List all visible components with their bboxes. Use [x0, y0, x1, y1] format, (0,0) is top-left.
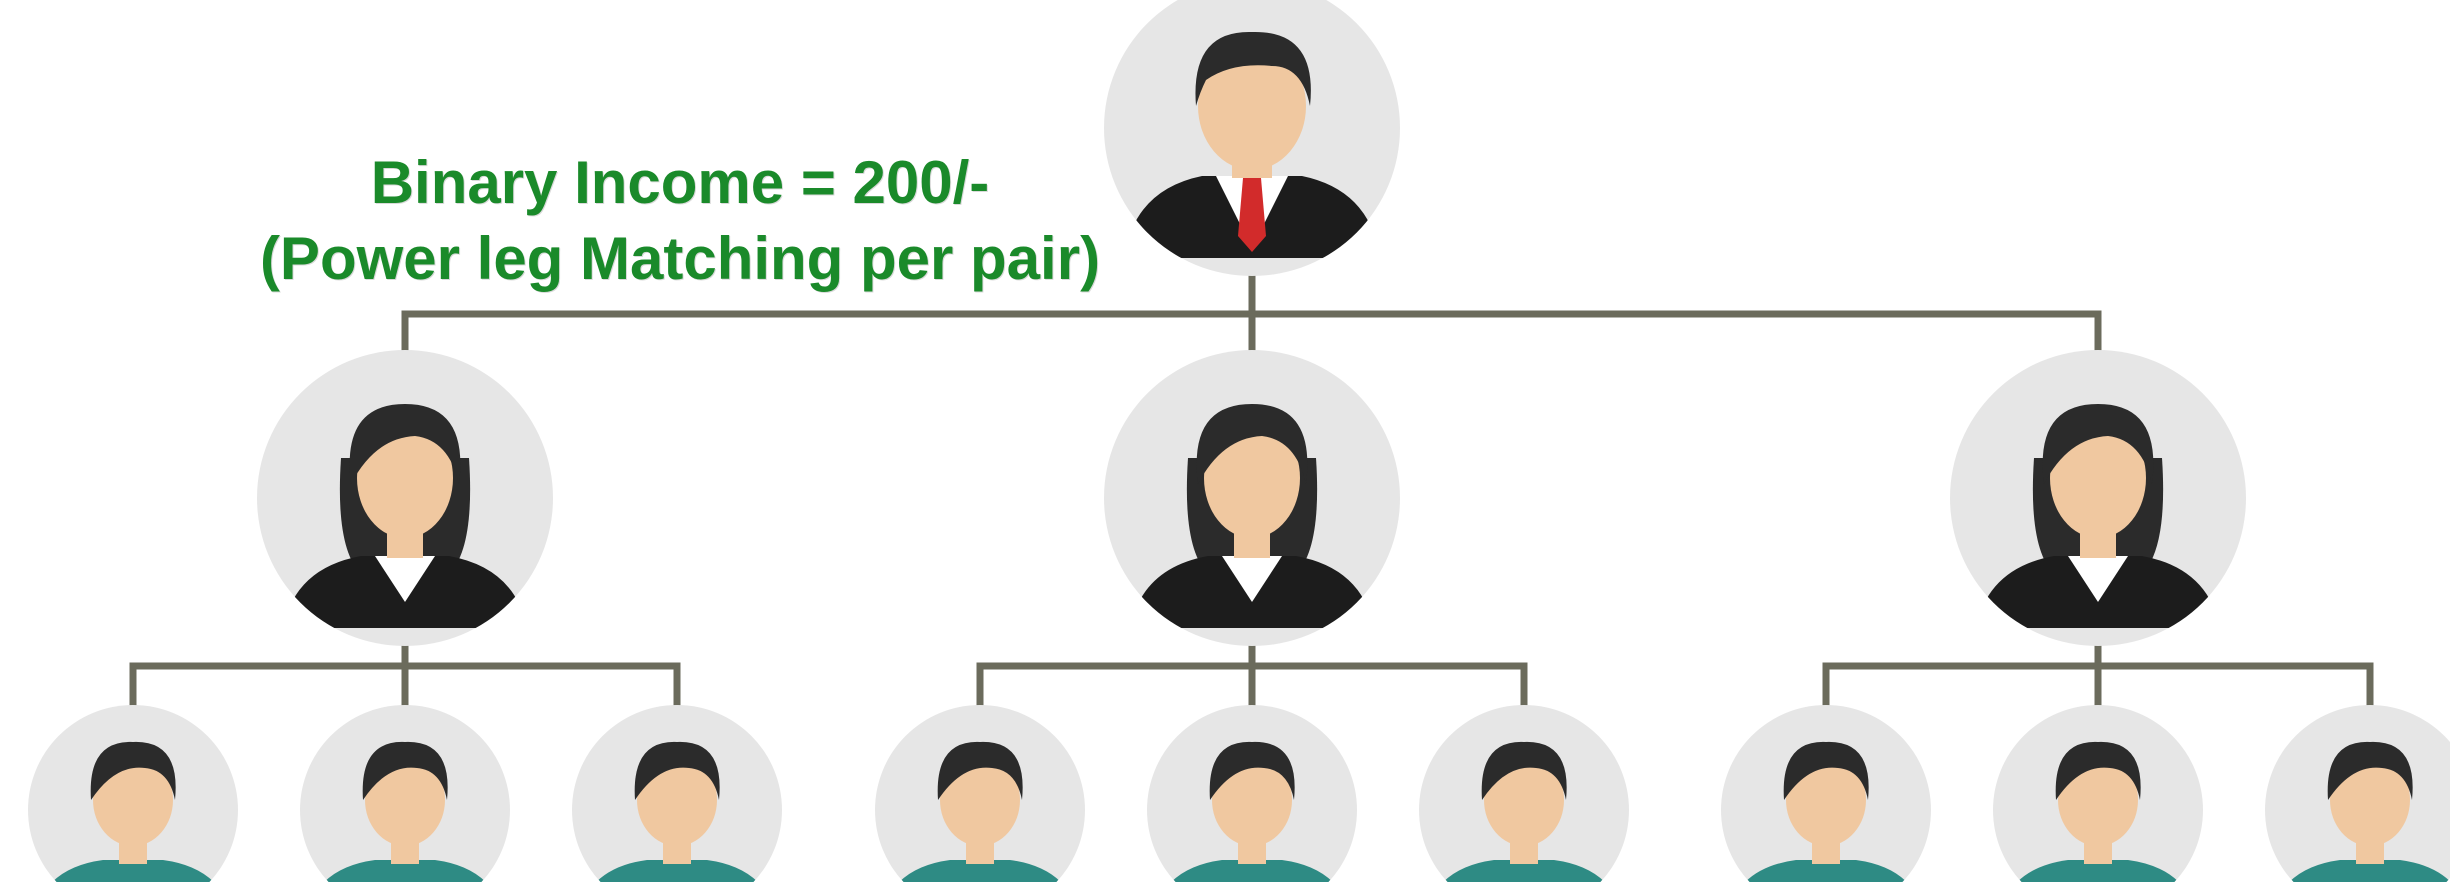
caption-line-matching: (Power leg Matching per pair) — [259, 225, 1101, 292]
female-member-avatar — [1950, 350, 2246, 646]
team-member-avatar — [1721, 705, 1931, 882]
team-member-avatar — [2265, 705, 2450, 882]
team-member-avatar — [572, 705, 782, 882]
team-member-avatar — [28, 705, 238, 882]
team-member-avatar — [875, 705, 1085, 882]
team-member-avatar — [1993, 705, 2203, 882]
caption-line-income: Binary Income = 200/- — [370, 149, 990, 216]
team-member-avatar — [1147, 705, 1357, 882]
female-member-avatar — [257, 350, 553, 646]
manager-avatar — [1104, 0, 1400, 276]
tree-nodes — [28, 0, 2450, 882]
binary-income-caption: Binary Income = 200/- (Power leg Matchin… — [170, 145, 1190, 297]
team-member-avatar — [300, 705, 510, 882]
team-member-avatar — [1419, 705, 1629, 882]
female-member-avatar — [1104, 350, 1400, 646]
